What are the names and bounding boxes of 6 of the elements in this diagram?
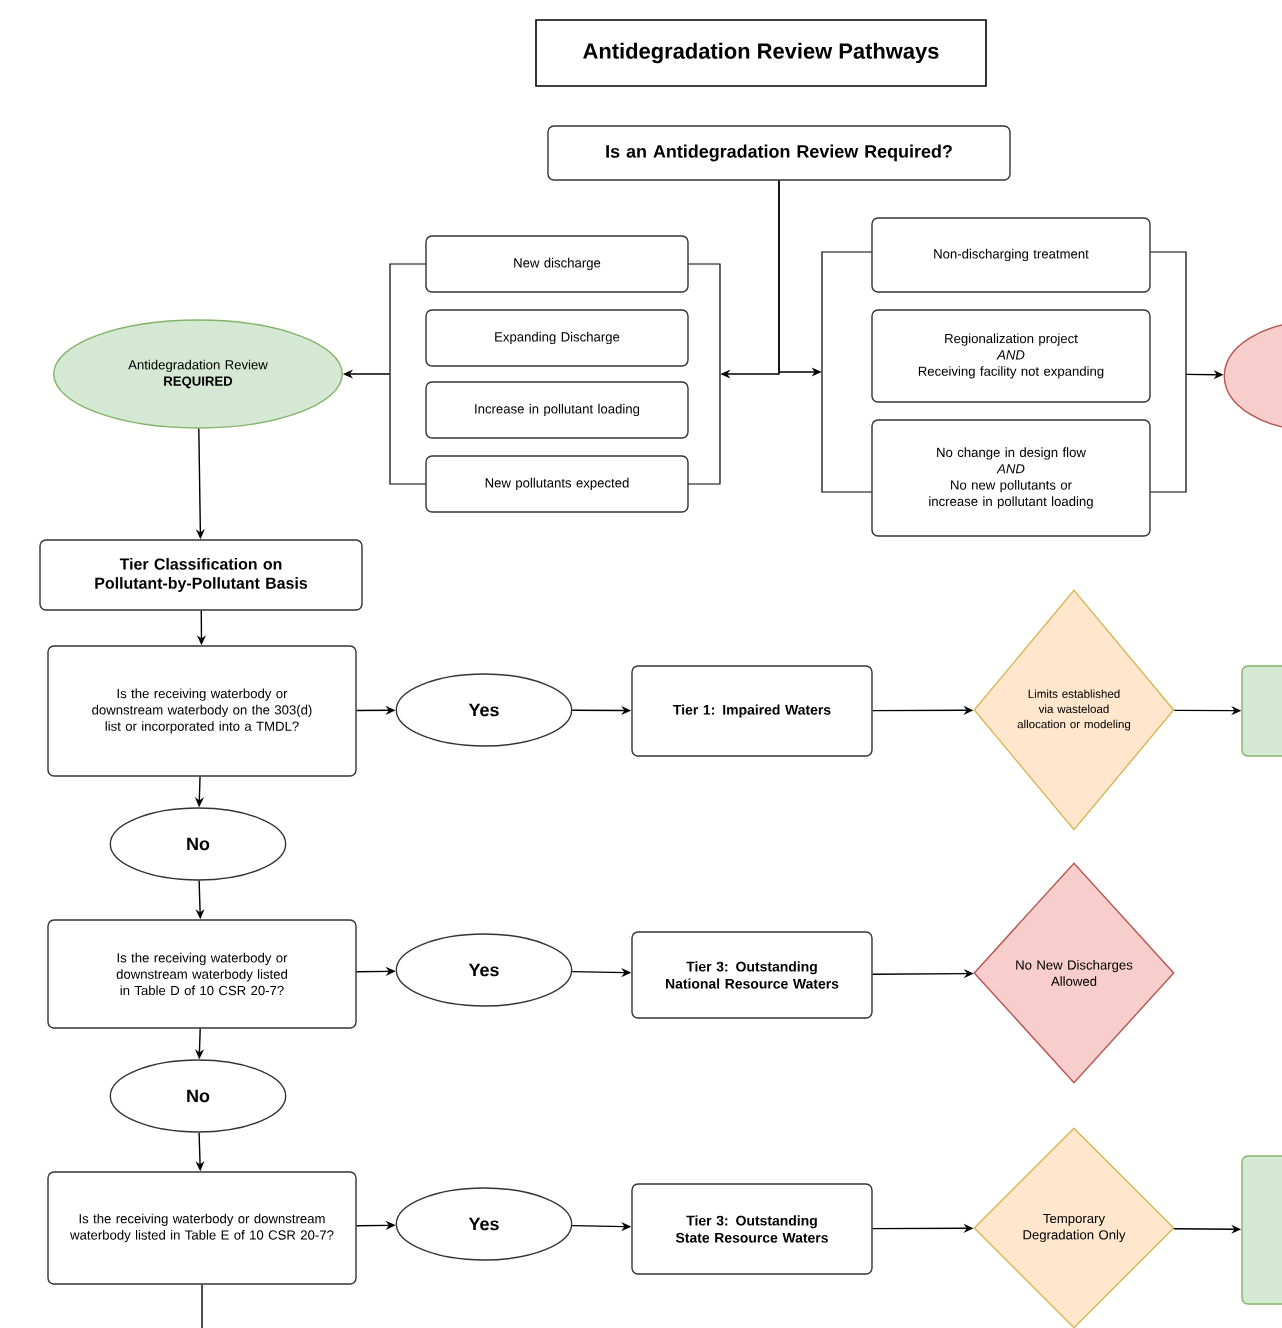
title-box: Antidegradation Review Pathways — [535, 19, 987, 87]
question-box: Is an Antidegradation Review Required? — [547, 125, 1011, 181]
summary-box — [1241, 1155, 1282, 1305]
summary-box — [1241, 665, 1282, 757]
bracket-frame — [821, 251, 1187, 493]
outcome-ellipse — [1223, 321, 1282, 431]
